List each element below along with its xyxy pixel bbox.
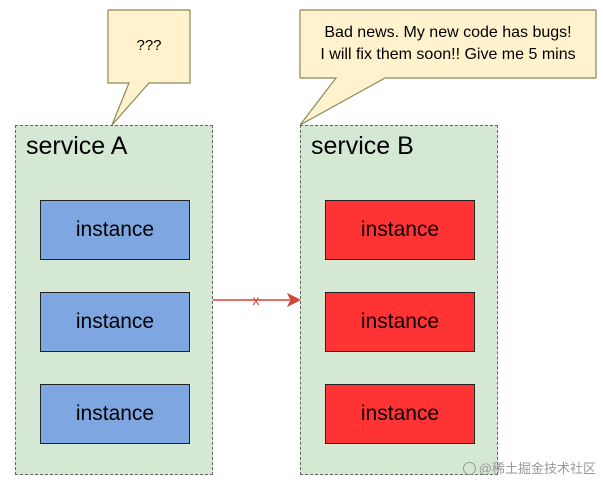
connection-label: x	[253, 292, 260, 308]
service-a-instance-3: instance	[40, 384, 190, 444]
service-b-container: service B instance instance instance	[300, 125, 498, 475]
service-b-title: service B	[311, 132, 414, 160]
callout-b-text: Bad news. My new code has bugs! I will f…	[300, 22, 596, 66]
service-a-container: service A instance instance instance	[15, 125, 213, 475]
callout-b-line-1: Bad news. My new code has bugs!	[324, 24, 572, 41]
callout-a-bubble	[107, 9, 191, 126]
service-b-instance-1: instance	[325, 200, 475, 260]
arrow-head	[286, 292, 302, 308]
callout-a-text: ???	[136, 37, 162, 54]
callout-b-line-2: I will fix them soon!! Give me 5 mins	[320, 46, 576, 63]
watermark-logo-icon	[462, 462, 476, 475]
watermark: @稀土掘金技术社区	[462, 458, 596, 477]
service-b-instance-2: instance	[325, 292, 475, 352]
service-a-title: service A	[26, 132, 128, 160]
watermark-text: @稀土掘金技术社区	[478, 461, 596, 476]
service-a-instance-1: instance	[40, 200, 190, 260]
service-a-instance-2: instance	[40, 292, 190, 352]
service-b-instance-3: instance	[325, 384, 475, 444]
